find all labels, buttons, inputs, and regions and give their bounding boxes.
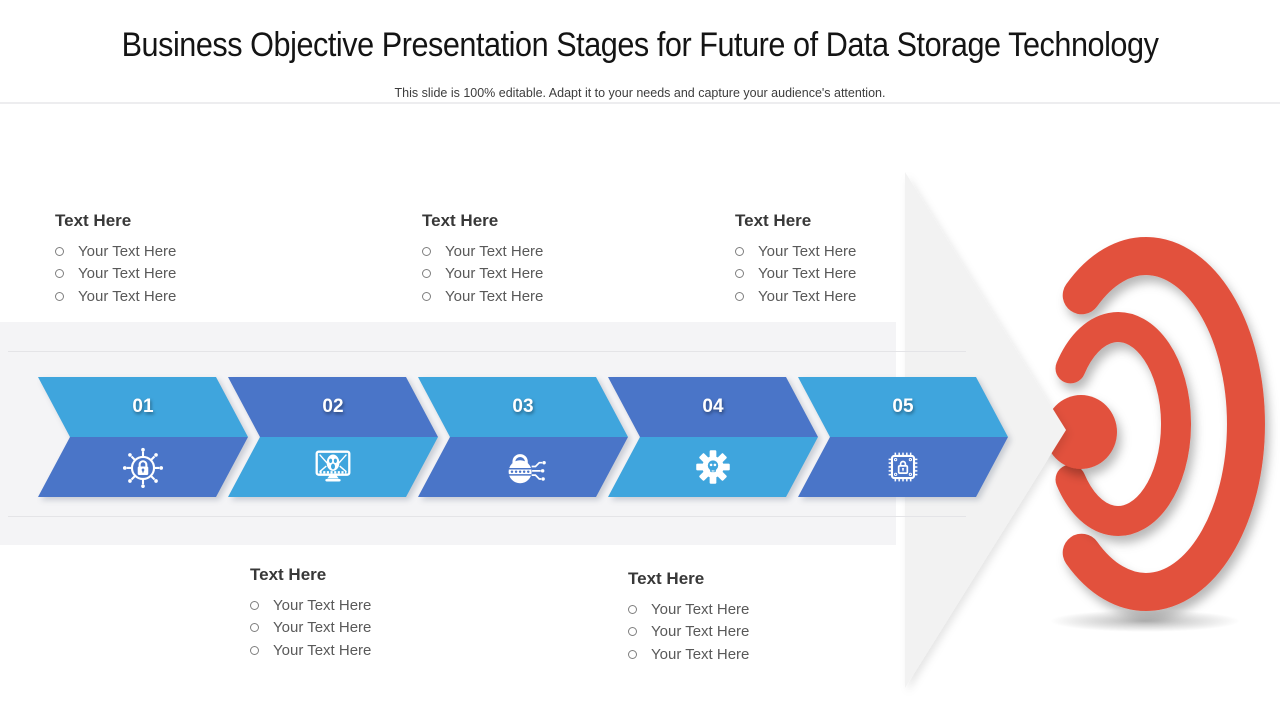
bullet-icon bbox=[735, 291, 744, 301]
stage-number: 02 bbox=[322, 396, 344, 417]
page-subtitle: This slide is 100% editable. Adapt it to… bbox=[394, 86, 886, 100]
list-item: Your Text Here bbox=[735, 263, 856, 286]
bullet-text: Your Text Here bbox=[273, 596, 372, 614]
page-title: Business Objective Presentation Stages f… bbox=[121, 26, 1159, 64]
list-item: Your Text Here bbox=[422, 285, 543, 308]
list-item: Your Text Here bbox=[735, 285, 856, 308]
bullet-icon bbox=[628, 627, 637, 637]
text-block-top-3: Text Here Your Text Here Your Text Here … bbox=[735, 211, 856, 308]
list-item: Your Text Here bbox=[55, 240, 176, 263]
bullet-text: Your Text Here bbox=[273, 641, 372, 659]
bullet-text: Your Text Here bbox=[78, 287, 177, 305]
list-item: Your Text Here bbox=[55, 285, 176, 308]
list-item: Your Text Here bbox=[628, 643, 749, 666]
bullet-text: Your Text Here bbox=[445, 242, 544, 260]
bullet-icon bbox=[422, 269, 431, 279]
bullet-icon bbox=[250, 645, 259, 655]
stage-number: 05 bbox=[892, 396, 914, 417]
bullet-text: Your Text Here bbox=[273, 619, 372, 637]
list-item: Your Text Here bbox=[250, 639, 371, 662]
stage-5: 05 bbox=[798, 377, 1008, 497]
bullet-icon bbox=[735, 246, 744, 256]
malware-gear-skull-icon bbox=[696, 450, 730, 484]
text-block-bottom-1: Text Here Your Text Here Your Text Here … bbox=[250, 565, 371, 662]
stage-number: 04 bbox=[702, 396, 724, 417]
bullet-icon bbox=[422, 291, 431, 301]
bullet-icon bbox=[628, 649, 637, 659]
bullet-list: Your Text Here Your Text Here Your Text … bbox=[628, 598, 749, 666]
encrypted-padlock-circuit-icon bbox=[508, 454, 546, 484]
text-block-top-1: Text Here Your Text Here Your Text Here … bbox=[55, 211, 176, 308]
bullet-text: Your Text Here bbox=[758, 242, 857, 260]
bullet-icon bbox=[55, 291, 64, 301]
bullet-text: Your Text Here bbox=[651, 623, 750, 641]
stage-number: 03 bbox=[512, 396, 534, 417]
list-item: Your Text Here bbox=[55, 263, 176, 286]
list-item: Your Text Here bbox=[250, 617, 371, 640]
list-item: Your Text Here bbox=[628, 598, 749, 621]
bullet-text: Your Text Here bbox=[445, 265, 544, 283]
list-item: Your Text Here bbox=[735, 240, 856, 263]
bullet-list: Your Text Here Your Text Here Your Text … bbox=[55, 240, 176, 308]
bullet-text: Your Text Here bbox=[445, 287, 544, 305]
text-block-bottom-2: Text Here Your Text Here Your Text Here … bbox=[628, 569, 749, 666]
list-item: Your Text Here bbox=[250, 594, 371, 617]
bullet-list: Your Text Here Your Text Here Your Text … bbox=[250, 594, 371, 662]
stage-4: 04 bbox=[608, 377, 818, 497]
list-item: Your Text Here bbox=[422, 263, 543, 286]
bullet-icon bbox=[55, 269, 64, 279]
stage-arrow-band: 01 bbox=[38, 377, 1013, 497]
text-block-heading: Text Here bbox=[250, 565, 327, 584]
list-item: Your Text Here bbox=[628, 621, 749, 644]
header-divider bbox=[0, 102, 1280, 104]
bullet-icon bbox=[422, 246, 431, 256]
text-block-heading: Text Here bbox=[735, 211, 812, 230]
stage-1: 01 bbox=[38, 377, 248, 497]
text-block-heading: Text Here bbox=[422, 211, 499, 230]
target-ground-shadow bbox=[1050, 610, 1240, 632]
text-block-top-2: Text Here Your Text Here Your Text Here … bbox=[422, 211, 543, 308]
bullet-text: Your Text Here bbox=[758, 265, 857, 283]
band-divider-bottom bbox=[8, 516, 966, 517]
target-center bbox=[1045, 395, 1117, 469]
bullet-text: Your Text Here bbox=[651, 600, 750, 618]
target-middle-ring bbox=[1055, 312, 1192, 536]
stage-number: 01 bbox=[132, 396, 154, 417]
bullet-icon bbox=[250, 623, 259, 633]
bullet-text: Your Text Here bbox=[78, 242, 177, 260]
bullet-text: Your Text Here bbox=[651, 645, 750, 663]
bullet-icon bbox=[628, 604, 637, 614]
bullet-list: Your Text Here Your Text Here Your Text … bbox=[422, 240, 543, 308]
network-security-lock-icon bbox=[122, 447, 164, 488]
text-block-heading: Text Here bbox=[55, 211, 132, 230]
list-item: Your Text Here bbox=[422, 240, 543, 263]
band-divider-top bbox=[8, 351, 966, 352]
bullet-text: Your Text Here bbox=[758, 287, 857, 305]
stage-2: 02 bbox=[228, 377, 438, 497]
text-block-heading: Text Here bbox=[628, 569, 705, 588]
bullet-icon bbox=[55, 246, 64, 256]
target-outer-ring bbox=[1062, 237, 1265, 611]
bullet-icon bbox=[735, 269, 744, 279]
scream-monitor-attack-icon bbox=[315, 450, 351, 482]
secure-chip-lock-icon bbox=[888, 452, 918, 482]
bullet-list: Your Text Here Your Text Here Your Text … bbox=[735, 240, 856, 308]
stage-3: 03 bbox=[418, 377, 628, 497]
bullet-text: Your Text Here bbox=[78, 265, 177, 283]
bullet-icon bbox=[250, 600, 259, 610]
